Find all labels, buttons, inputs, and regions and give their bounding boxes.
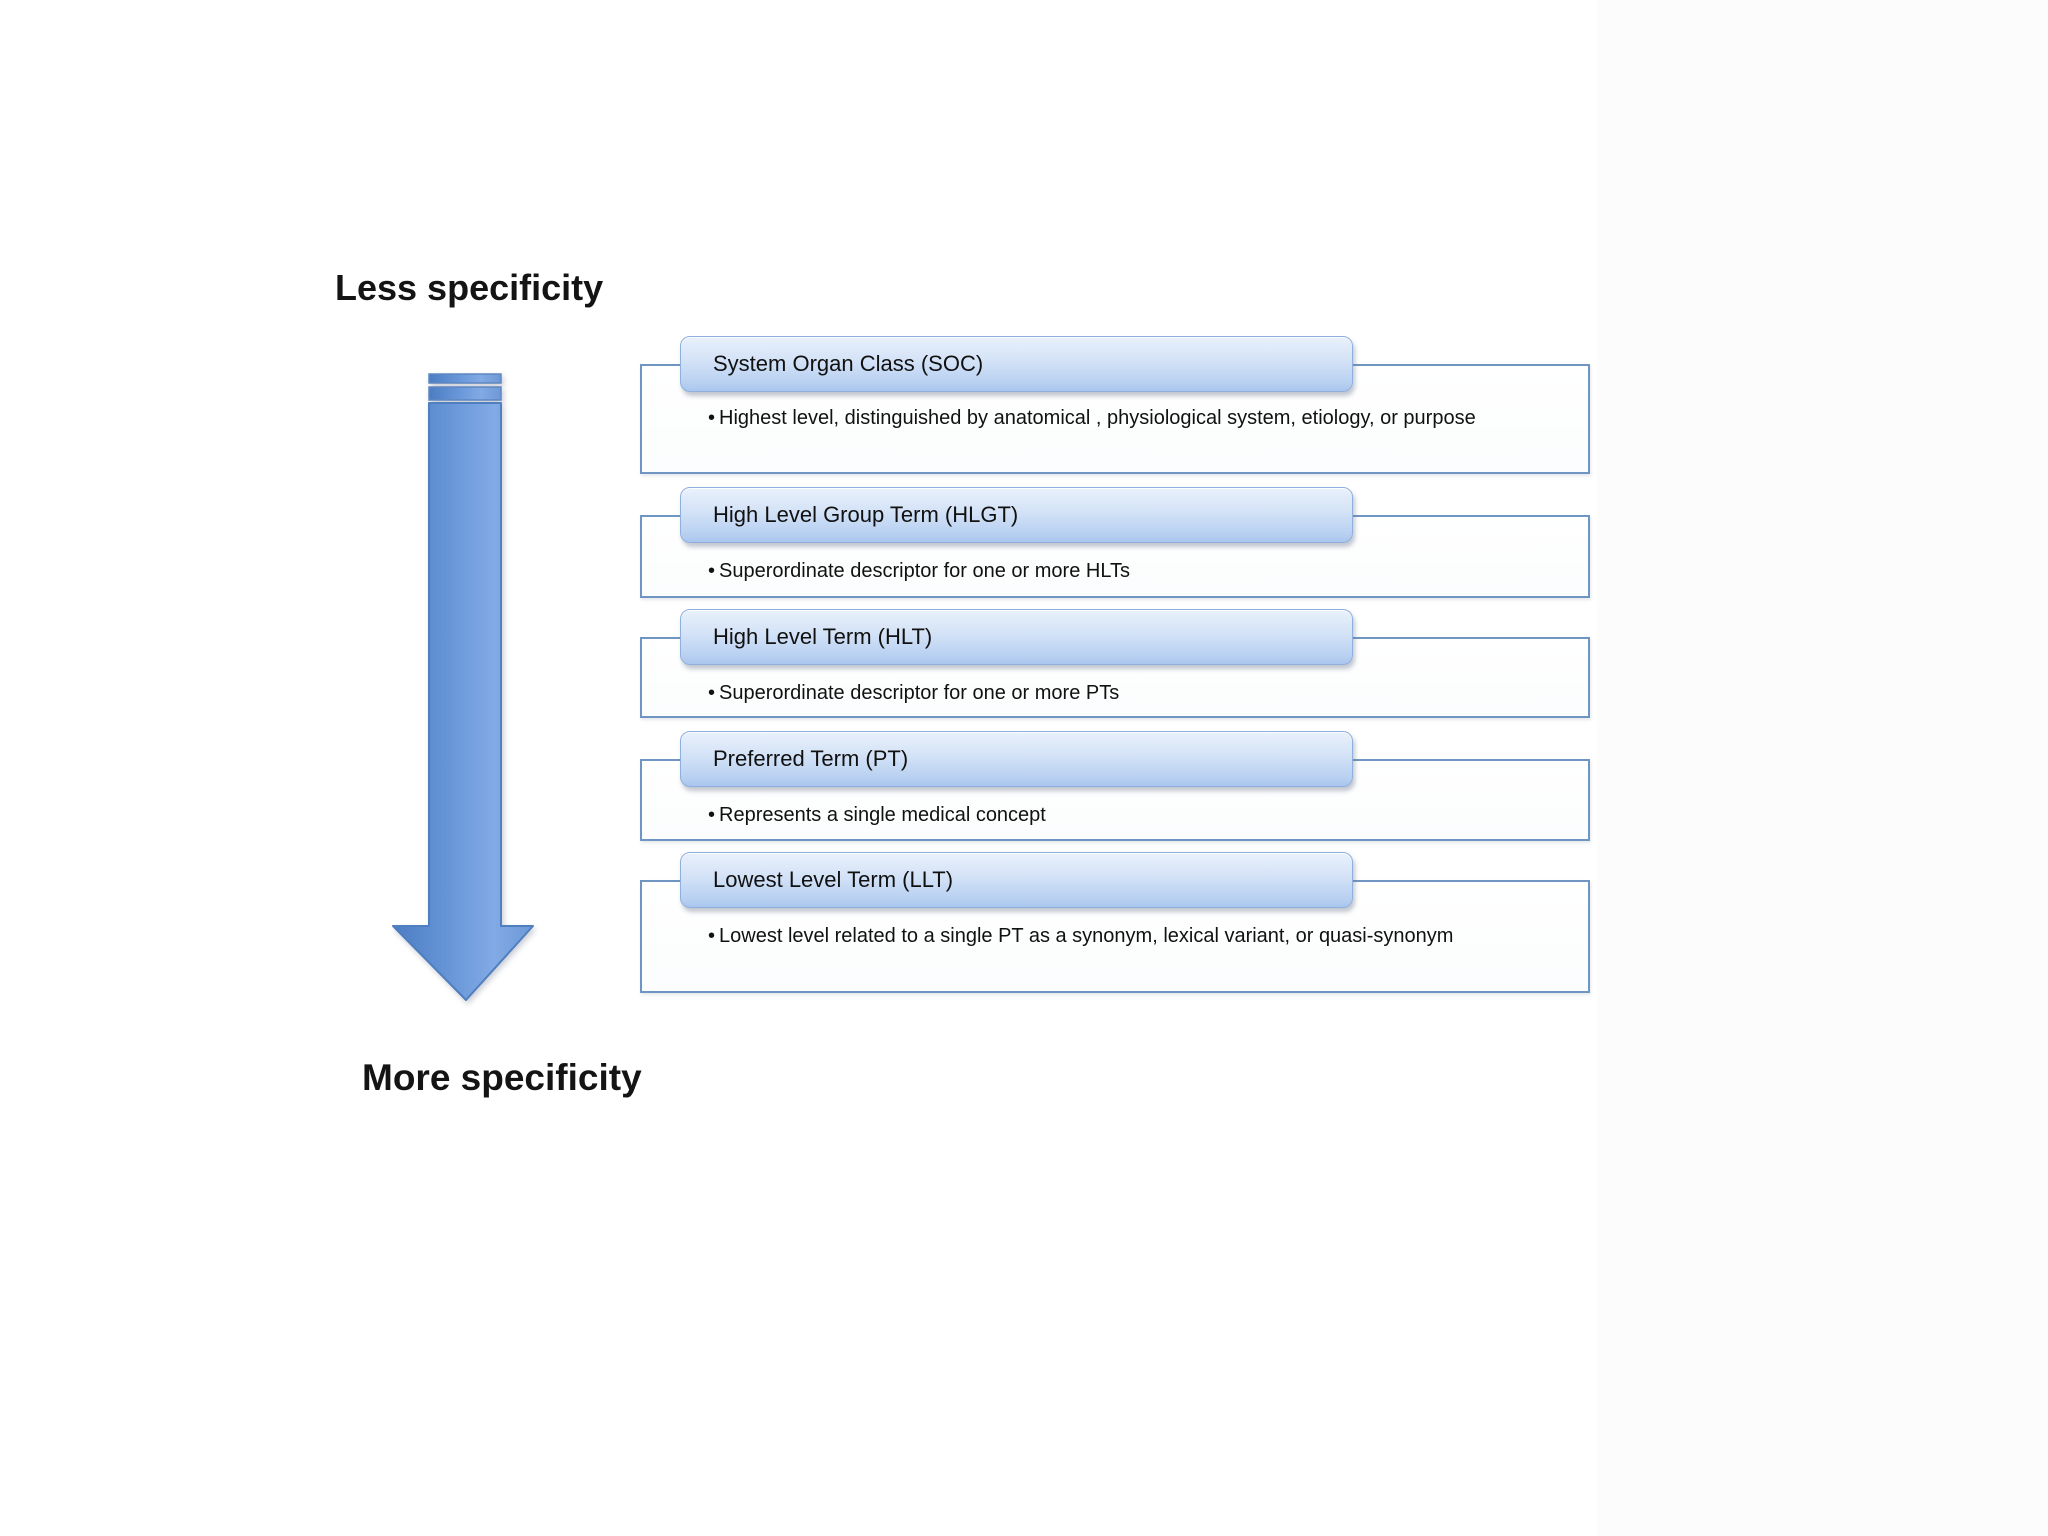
hierarchy-group-soc: System Organ Class (SOC) • Highest level… — [640, 336, 1590, 474]
level-description: • Highest level, distinguished by anatom… — [708, 404, 1476, 432]
level-title: Lowest Level Term (LLT) — [713, 867, 954, 892]
bullet: • — [708, 560, 716, 582]
more-specificity-label: More specificity — [362, 1057, 642, 1098]
level-description-text: Lowest level related to a single PT as a… — [719, 925, 1454, 947]
level-description: • Superordinate descriptor for one or mo… — [708, 679, 1119, 707]
level-title: High Level Term (HLT) — [713, 624, 933, 649]
level-description-text: Superordinate descriptor for one or more… — [719, 682, 1120, 704]
hierarchy-group-llt: Lowest Level Term (LLT) • Lowest level r… — [640, 852, 1590, 993]
level-header-pill: System Organ Class (SOC) — [680, 336, 1353, 392]
hierarchy-group-pt: Preferred Term (PT) • Represents a singl… — [640, 731, 1590, 841]
page-margin — [1597, 0, 2048, 1536]
bullet: • — [708, 804, 716, 826]
level-description: • Lowest level related to a single PT as… — [708, 922, 1453, 950]
level-header-pill: High Level Group Term (HLGT) — [680, 487, 1353, 543]
hierarchy-group-hlt: High Level Term (HLT) • Superordinate de… — [640, 609, 1590, 718]
level-title: System Organ Class (SOC) — [713, 351, 984, 376]
level-title: Preferred Term (PT) — [713, 746, 909, 771]
level-description-text: Superordinate descriptor for one or more… — [719, 560, 1130, 582]
less-specificity-label: Less specificity — [335, 267, 604, 308]
bullet: • — [708, 682, 716, 704]
level-description-text: Represents a single medical concept — [719, 804, 1046, 826]
level-description: • Superordinate descriptor for one or mo… — [708, 557, 1130, 585]
level-header-pill: High Level Term (HLT) — [680, 609, 1353, 665]
level-description: • Represents a single medical concept — [708, 801, 1046, 829]
down-arrow-icon — [392, 373, 534, 1001]
level-header-pill: Preferred Term (PT) — [680, 731, 1353, 787]
bullet: • — [708, 925, 716, 947]
level-header-pill: Lowest Level Term (LLT) — [680, 852, 1353, 908]
level-title: High Level Group Term (HLGT) — [713, 502, 1019, 527]
hierarchy-group-hlgt: High Level Group Term (HLGT) • Superordi… — [640, 487, 1590, 598]
level-description-text: Highest level, distinguished by anatomic… — [719, 407, 1476, 429]
bullet: • — [708, 407, 716, 429]
